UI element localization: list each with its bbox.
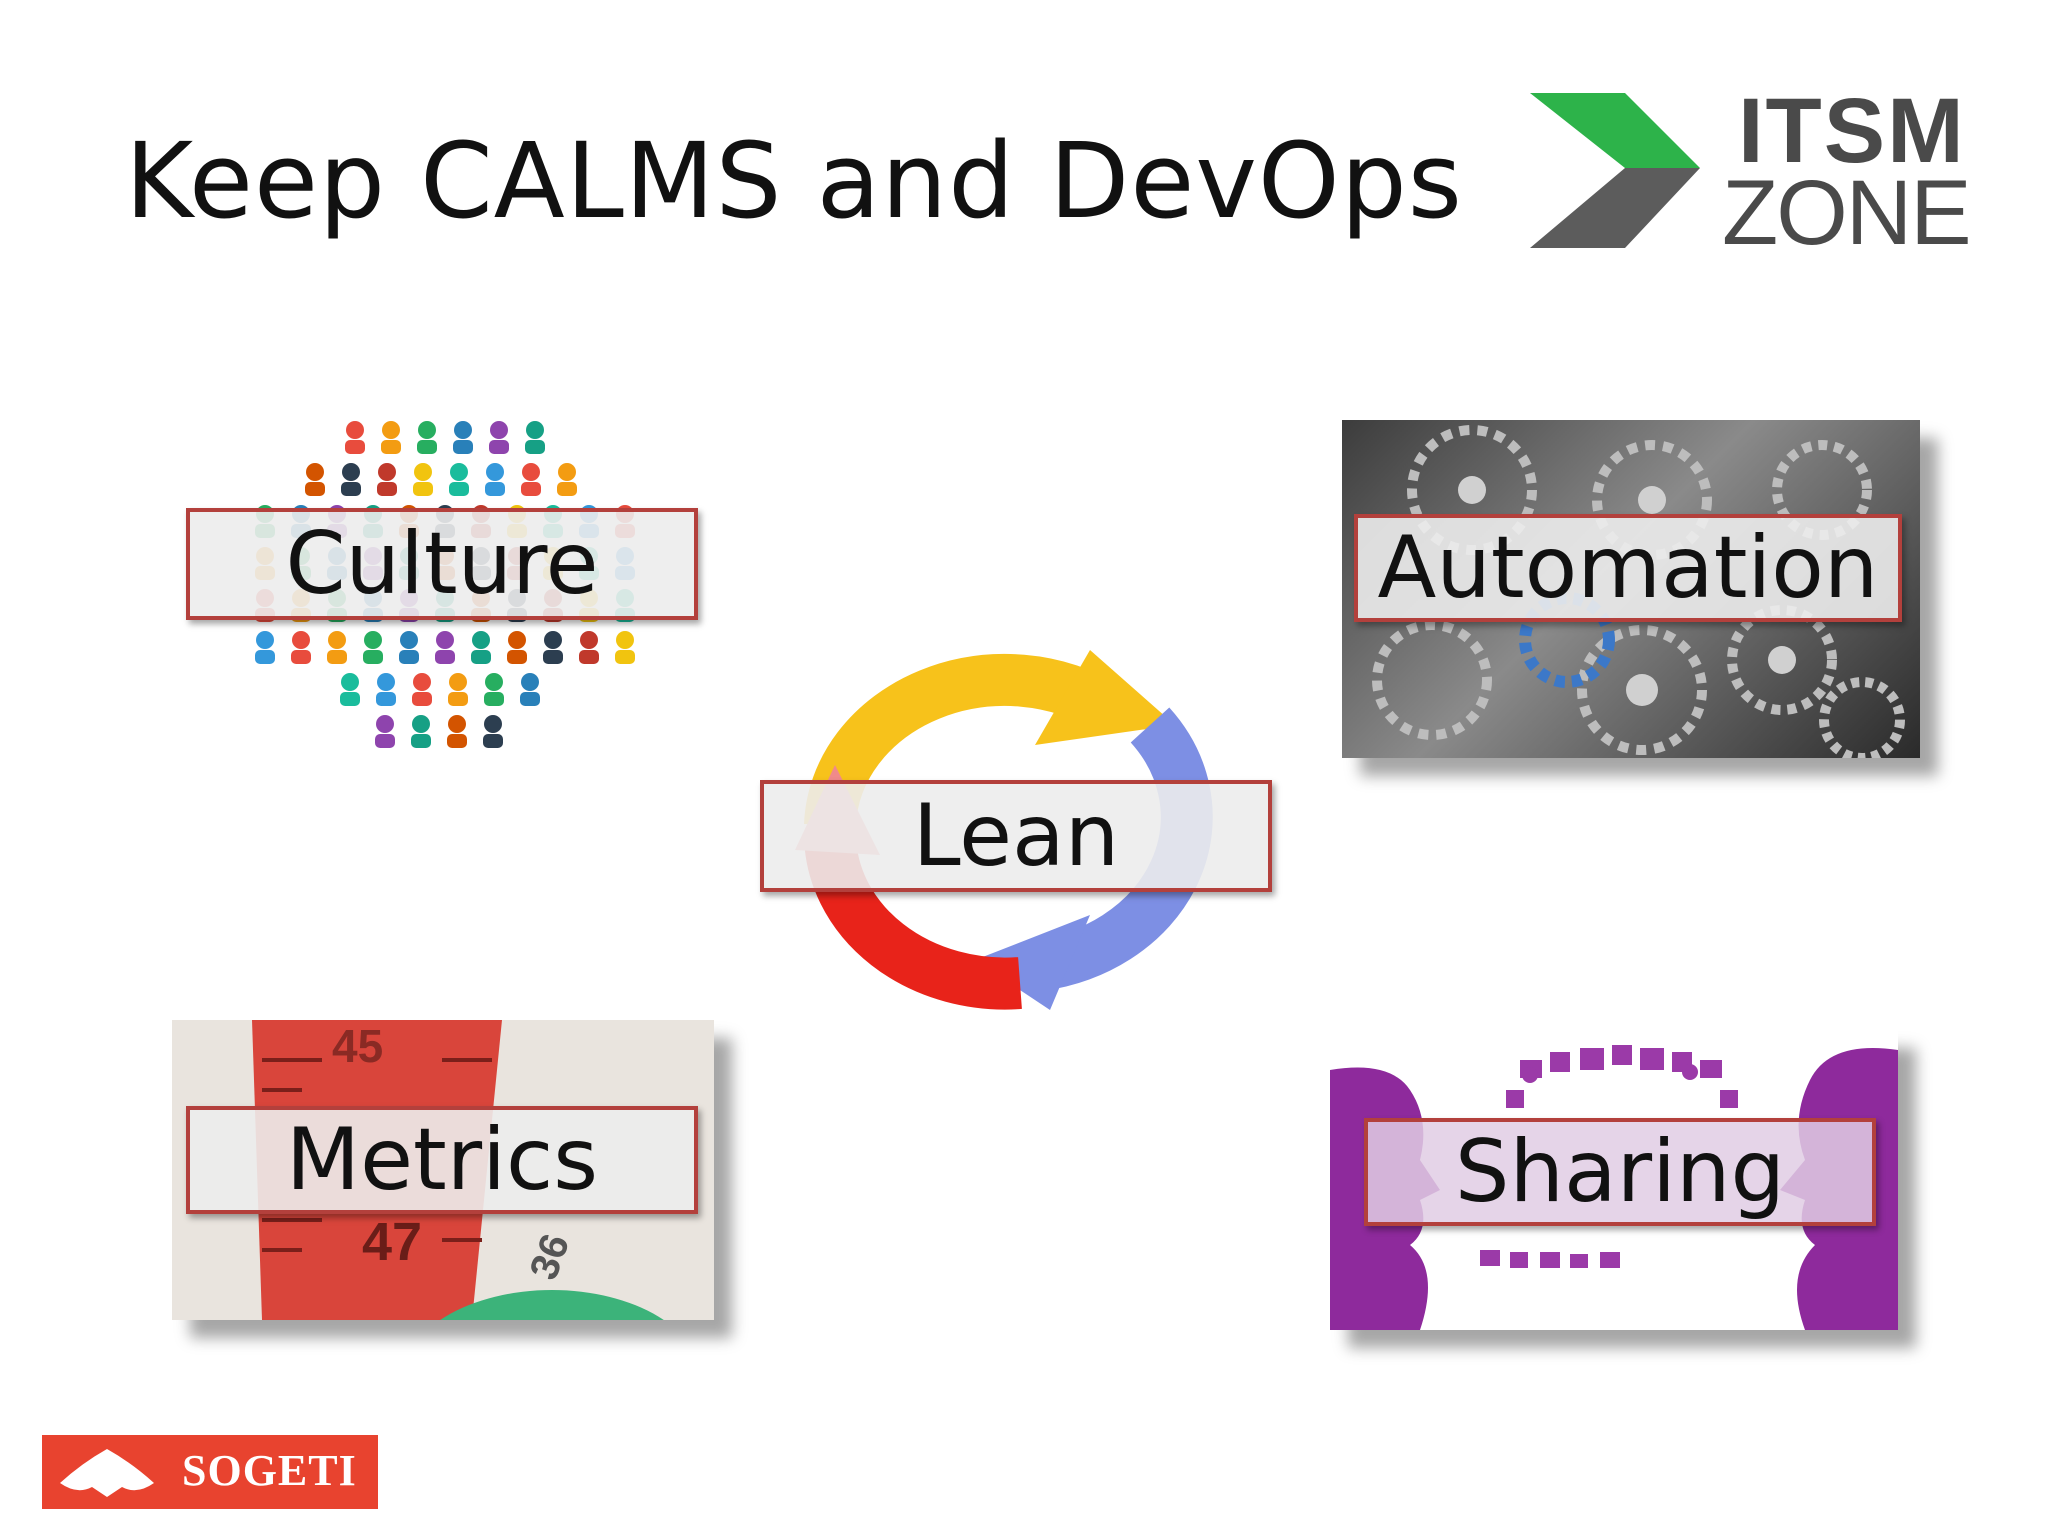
sogeti-logo: SOGETI <box>42 1435 378 1509</box>
gears-icon <box>1372 425 1905 758</box>
avatar-body-icon <box>543 650 563 664</box>
avatar-body-icon <box>413 482 433 496</box>
avatar-body-icon <box>449 482 469 496</box>
avatar-icon <box>413 673 431 691</box>
avatar-icon <box>449 673 467 691</box>
sharing-label: Sharing <box>1364 1118 1876 1226</box>
metrics-label: Metrics <box>186 1106 698 1214</box>
avatar-icon <box>486 463 504 481</box>
avatar-body-icon <box>448 692 468 706</box>
avatar-body-icon <box>447 734 467 748</box>
avatar-icon <box>508 631 526 649</box>
avatar-icon <box>400 631 418 649</box>
avatar-icon <box>454 421 472 439</box>
avatar-icon <box>418 421 436 439</box>
tape-number-36: 36 <box>522 1228 579 1285</box>
avatar-icon <box>328 631 346 649</box>
avatar-body-icon <box>484 692 504 706</box>
logo-text-zone: ZONE <box>1722 162 1972 264</box>
avatar-body-icon <box>417 440 437 454</box>
avatar-body-icon <box>483 734 503 748</box>
avatar-body-icon <box>255 650 275 664</box>
avatar-icon <box>522 463 540 481</box>
avatar-icon <box>490 421 508 439</box>
avatar-body-icon <box>345 440 365 454</box>
avatar-icon <box>580 631 598 649</box>
avatar-body-icon <box>381 440 401 454</box>
avatar-icon <box>448 715 466 733</box>
avatar-icon <box>376 715 394 733</box>
lean-label: Lean <box>760 780 1272 892</box>
avatar-icon <box>526 421 544 439</box>
avatar-body-icon <box>341 482 361 496</box>
avatar-body-icon <box>520 692 540 706</box>
avatar-body-icon <box>525 440 545 454</box>
avatar-icon <box>558 463 576 481</box>
avatar-body-icon <box>412 692 432 706</box>
avatar-body-icon <box>291 650 311 664</box>
avatar-body-icon <box>305 482 325 496</box>
avatar-icon <box>377 673 395 691</box>
avatar-body-icon <box>557 482 577 496</box>
avatar-icon <box>341 673 359 691</box>
culture-label: Culture <box>186 508 698 620</box>
automation-label: Automation <box>1354 514 1902 622</box>
avatar-icon <box>306 463 324 481</box>
avatar-icon <box>436 631 454 649</box>
avatar-icon <box>378 463 396 481</box>
avatar-icon <box>412 715 430 733</box>
avatar-body-icon <box>485 482 505 496</box>
avatar-icon <box>292 631 310 649</box>
avatar-body-icon <box>615 650 635 664</box>
tape-number-47: 47 <box>362 1212 422 1272</box>
avatar-icon <box>521 673 539 691</box>
avatar-icon <box>256 631 274 649</box>
avatar-icon <box>472 631 490 649</box>
avatar-icon <box>544 631 562 649</box>
avatar-icon <box>484 715 502 733</box>
avatar-icon <box>616 631 634 649</box>
avatar-body-icon <box>507 650 527 664</box>
avatar-body-icon <box>579 650 599 664</box>
spade-icon <box>60 1449 154 1497</box>
avatar-body-icon <box>363 650 383 664</box>
avatar-icon <box>450 463 468 481</box>
avatar-icon <box>485 673 503 691</box>
logo-text-itsm: ITSM <box>1738 80 1966 182</box>
avatar-body-icon <box>453 440 473 454</box>
avatar-body-icon <box>340 692 360 706</box>
itsm-zone-logo: ITSM ZONE <box>1530 85 2000 260</box>
avatar-icon <box>382 421 400 439</box>
tape-number-45: 45 <box>332 1020 383 1072</box>
avatar-icon <box>414 463 432 481</box>
avatar-body-icon <box>376 692 396 706</box>
avatar-body-icon <box>411 734 431 748</box>
avatar-icon <box>342 463 360 481</box>
avatar-body-icon <box>327 650 347 664</box>
avatar-body-icon <box>375 734 395 748</box>
avatar-body-icon <box>471 650 491 664</box>
sogeti-brand-text: SOGETI <box>182 1446 357 1495</box>
avatar-body-icon <box>435 650 455 664</box>
chevron-logo-icon <box>1530 93 1700 248</box>
avatar-body-icon <box>399 650 419 664</box>
avatar-icon <box>364 631 382 649</box>
avatar-body-icon <box>521 482 541 496</box>
avatar-body-icon <box>489 440 509 454</box>
avatar-body-icon <box>377 482 397 496</box>
slide-title: Keep CALMS and DevOps <box>125 120 1463 242</box>
avatar-icon <box>346 421 364 439</box>
